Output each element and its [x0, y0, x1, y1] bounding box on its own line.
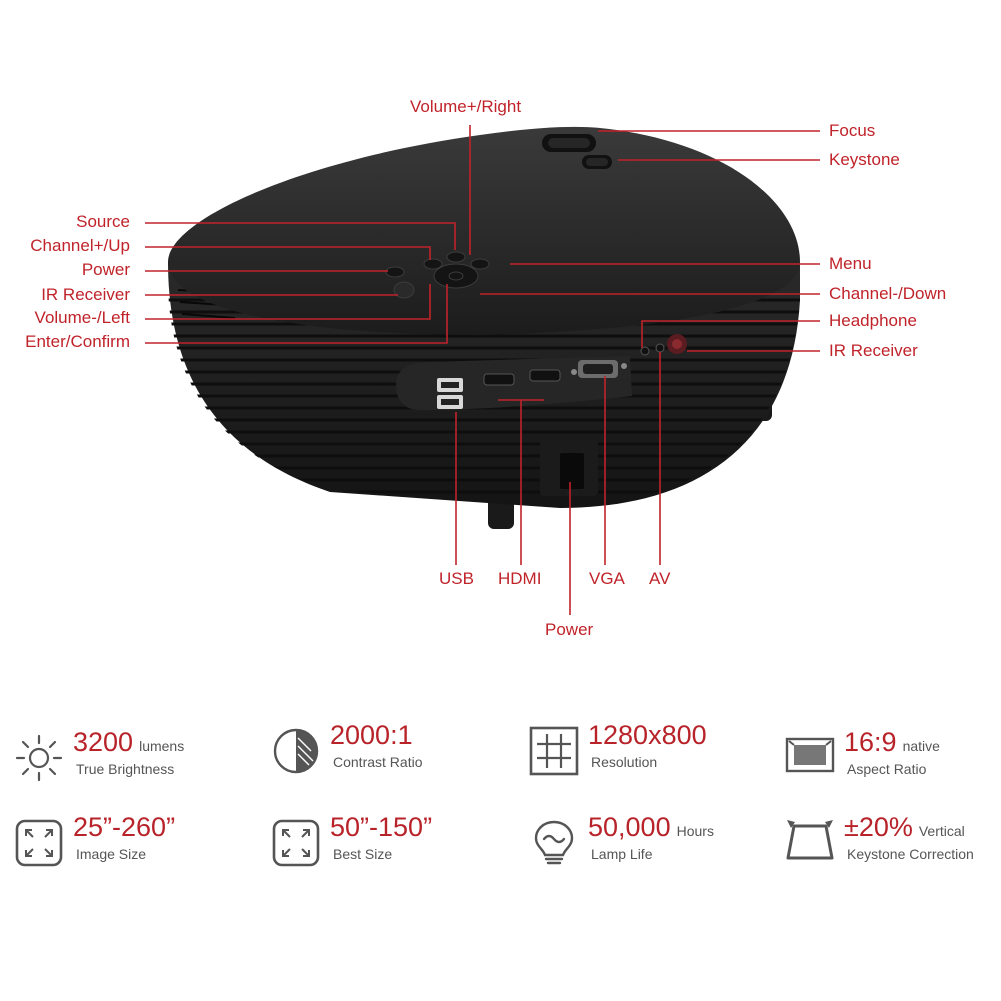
spec-caption: True Brightness — [76, 761, 175, 777]
spec-caption: Aspect Ratio — [847, 761, 927, 777]
spec-value: 50”-150” — [330, 812, 433, 842]
sun-icon — [15, 734, 63, 782]
focus-keystone-wheels — [542, 134, 612, 169]
spec-caption: Best Size — [333, 846, 393, 862]
callout-usb: USB — [439, 569, 474, 588]
keystone-icon — [786, 820, 834, 860]
spec-caption: Keystone Correction — [847, 846, 974, 862]
contrast-icon — [273, 728, 319, 774]
spec-value: ±20% — [844, 812, 913, 842]
callout-ir-receiver-top: IR Receiver — [41, 285, 130, 304]
spec-caption: Resolution — [591, 754, 658, 770]
projector-illustration — [145, 125, 820, 615]
io-panel — [396, 334, 687, 410]
power-socket — [540, 440, 598, 496]
spec-unit: Vertical — [918, 823, 965, 839]
spec-value: 2000:1 — [330, 720, 413, 750]
callout-channel-up: Channel+/Up — [30, 236, 130, 255]
callout-enter-confirm: Enter/Confirm — [25, 332, 130, 351]
callout-channel-down: Channel-/Down — [829, 284, 947, 303]
callout-menu: Menu — [829, 254, 872, 273]
callout-lines — [145, 125, 820, 615]
control-buttons — [385, 251, 490, 299]
callout-power-port: Power — [545, 620, 594, 639]
callout-av: AV — [649, 569, 671, 588]
spec-unit: Hours — [676, 823, 714, 839]
callout-volume-right: Volume+/Right — [410, 97, 522, 116]
spec-caption: Lamp Life — [591, 846, 653, 862]
aspect-screen-icon — [785, 737, 835, 773]
spec-value: 3200 — [73, 727, 134, 757]
spec-value: 25”-260” — [73, 812, 176, 842]
callout-ir-receiver-front: IR Receiver — [829, 341, 918, 360]
spec-caption: Contrast Ratio — [333, 754, 423, 770]
spec-caption: Image Size — [76, 846, 147, 862]
callout-headphone: Headphone — [829, 311, 917, 330]
callout-power-button: Power — [81, 260, 130, 279]
expand-icon — [272, 819, 320, 867]
callout-source: Source — [76, 212, 130, 231]
projector-top-cover — [168, 126, 800, 335]
spec-unit: lumens — [139, 738, 185, 754]
lamp-icon — [534, 820, 574, 865]
callout-focus: Focus — [829, 121, 876, 140]
callout-keystone: Keystone — [829, 150, 900, 169]
callout-volume-left: Volume-/Left — [34, 308, 130, 327]
spec-value: 16:9 — [844, 727, 897, 757]
callout-hdmi: HDMI — [498, 569, 542, 588]
spec-value: 50,000 — [588, 812, 671, 842]
callout-vga: VGA — [589, 569, 625, 588]
expand-icon — [15, 819, 63, 867]
spec-value: 1280x800 — [588, 720, 707, 750]
grid-icon — [529, 726, 579, 776]
spec-unit: native — [902, 738, 940, 754]
